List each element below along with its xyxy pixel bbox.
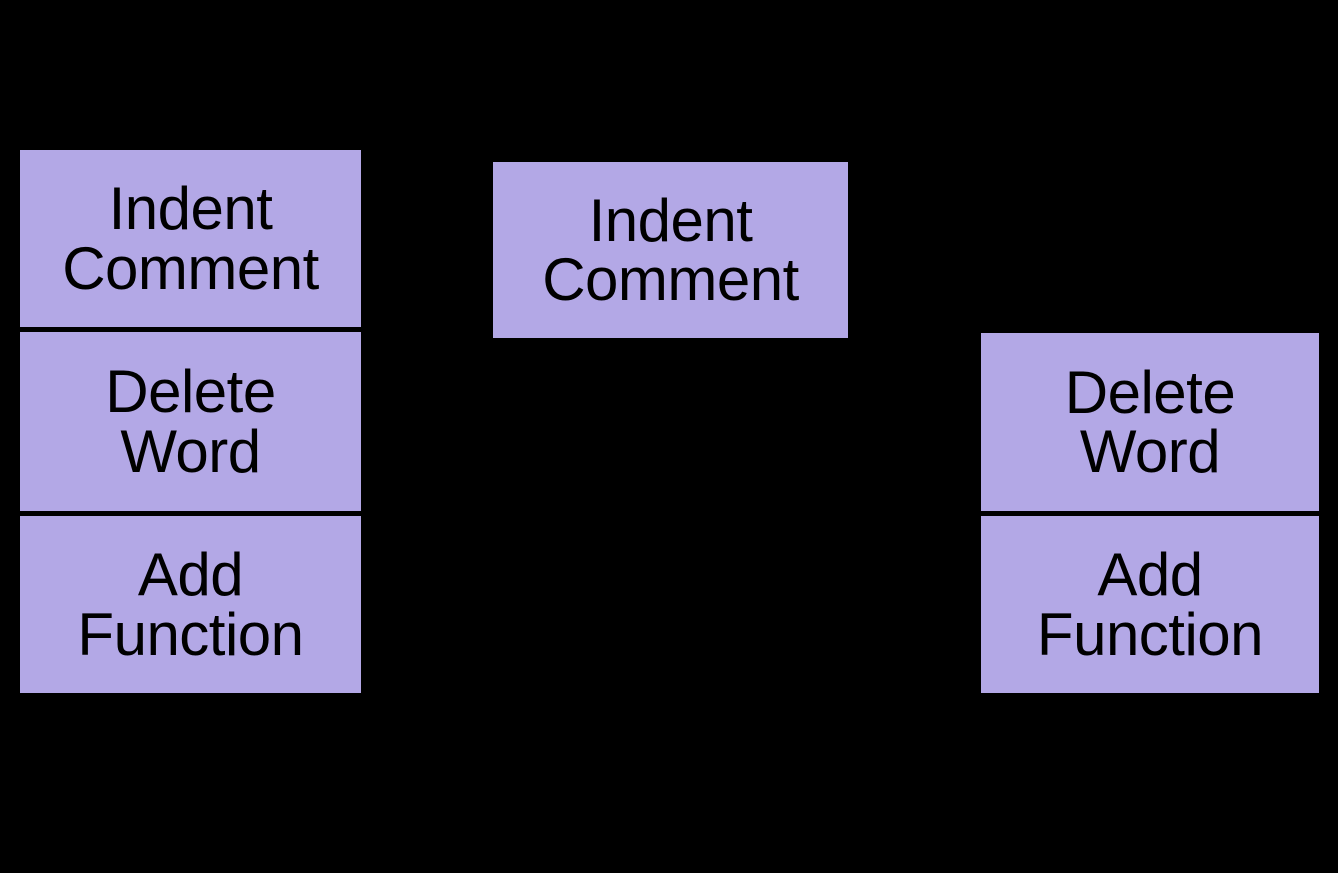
- operation-box-label: Add Function: [77, 541, 304, 668]
- right-operation-stack: Delete Word Add Function: [980, 333, 1320, 693]
- operation-box-indent-comment[interactable]: Indent Comment: [493, 162, 848, 338]
- operation-box-delete-word[interactable]: Delete Word: [19, 332, 362, 511]
- operation-box-label: Indent Comment: [542, 186, 799, 313]
- operation-box-delete-word[interactable]: Delete Word: [980, 333, 1320, 511]
- operation-box-label: Delete Word: [1064, 358, 1236, 485]
- operation-box-add-function[interactable]: Add Function: [980, 516, 1320, 693]
- operation-box-add-function[interactable]: Add Function: [19, 516, 362, 693]
- operation-box-indent-comment[interactable]: Indent Comment: [19, 150, 362, 327]
- operation-box-label: Add Function: [1036, 541, 1264, 668]
- operation-box-label: Indent Comment: [62, 175, 319, 302]
- operation-box-label: Delete Word: [105, 358, 276, 485]
- left-operation-stack: Indent Comment Delete Word Add Function: [19, 150, 362, 693]
- middle-operation-stack: Indent Comment: [493, 162, 848, 338]
